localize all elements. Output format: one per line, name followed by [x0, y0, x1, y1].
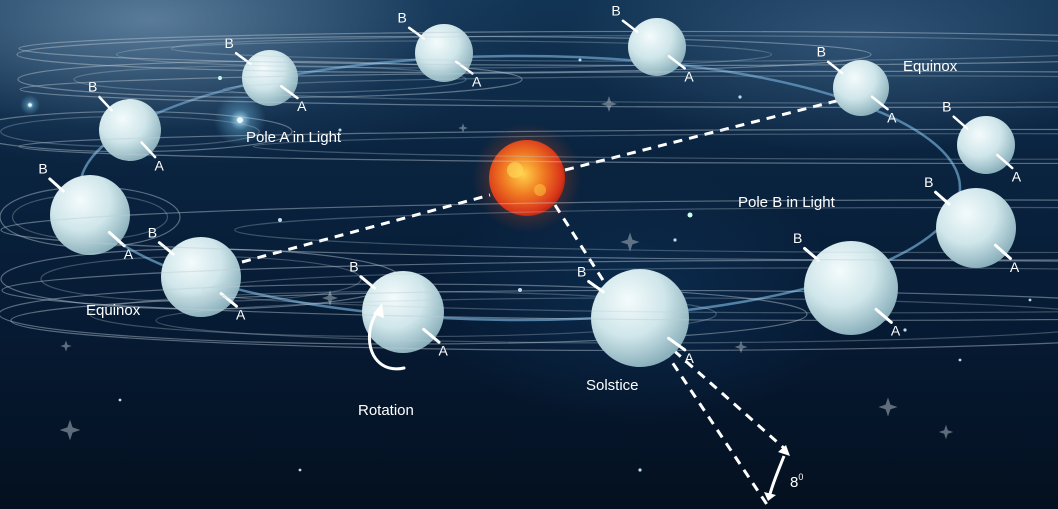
sun: [472, 123, 582, 233]
axis-pole-b: [952, 115, 969, 130]
planet-body: [936, 188, 1016, 268]
pole-b-label: B: [224, 35, 233, 51]
axis-pole-b: [407, 26, 425, 40]
pole-a-label: A: [891, 323, 901, 339]
pole-b-label: B: [349, 258, 358, 274]
planet-body: [628, 18, 686, 76]
planet-body: [362, 271, 444, 353]
planet-11: BA: [1, 230, 1058, 339]
axis-pole-b: [621, 19, 639, 34]
planet-body: [161, 237, 241, 317]
planet-2: BA: [17, 35, 523, 114]
pole-a-in-light-label: Pole A in Light: [246, 129, 342, 146]
pole-a-label: A: [684, 69, 694, 85]
pole-b-label: B: [398, 10, 407, 26]
pole-a-label: A: [1012, 168, 1022, 184]
axis-pole-a: [219, 292, 238, 308]
axis-pole-b: [803, 246, 820, 262]
solstice-line: [553, 204, 610, 289]
axis-pole-a: [280, 85, 299, 100]
planet-9: BA: [0, 258, 808, 358]
planet-7: BA: [0, 161, 181, 262]
axis-pole-a: [107, 230, 126, 248]
planet-6: BA: [18, 98, 1058, 184]
planet-body: [591, 269, 689, 367]
pole-b-label: B: [88, 79, 97, 95]
pole-a-label: A: [297, 98, 307, 114]
planet-3: BA: [16, 10, 872, 90]
planet-body: [242, 50, 298, 106]
tilt-line: [662, 349, 772, 509]
planet-12: BA: [0, 174, 1058, 275]
pole-a-label: A: [1010, 259, 1020, 275]
rotation-arrow: [367, 303, 406, 371]
pole-a-label: A: [439, 342, 449, 358]
pole-a-label: A: [236, 307, 246, 323]
pole-b-label: B: [924, 174, 933, 190]
planet-body: [804, 241, 898, 335]
planet-ring: [19, 70, 1058, 108]
equinox-label-left: Equinox: [86, 302, 141, 319]
planet-5: BA: [19, 44, 1058, 125]
dashed-lines: [241, 98, 841, 509]
axis-pole-b: [359, 275, 377, 290]
pole-a-label: A: [124, 246, 134, 262]
axis-pole-a: [996, 153, 1014, 170]
planet-body: [415, 24, 473, 82]
solstice-label: Solstice: [586, 377, 639, 394]
axis-pole-b: [157, 241, 175, 256]
pole-b-label: B: [793, 230, 802, 246]
axis-pole-a: [422, 327, 441, 344]
axis-pole-a: [993, 243, 1012, 260]
pole-b-label: B: [942, 98, 951, 114]
axis-pole-a: [140, 141, 157, 159]
rotation-label: Rotation: [358, 402, 414, 419]
equinox-line-left: [241, 193, 491, 264]
pole-a-label: A: [684, 350, 694, 366]
axis-pole-b: [234, 51, 252, 66]
axis-pole-a: [870, 95, 889, 111]
pole-a-label: A: [472, 74, 482, 90]
planet-4: BA: [18, 3, 1058, 85]
pole-a-label: A: [887, 109, 897, 125]
pole-b-label: B: [817, 44, 826, 60]
axis-pole-b: [587, 279, 605, 294]
pole-b-label: B: [611, 3, 620, 19]
pole-b-label: B: [577, 263, 586, 279]
planet-10: BA: [10, 263, 1058, 367]
planet-ring: [222, 75, 1058, 104]
axis-pole-b: [98, 95, 113, 112]
planet-8: BA: [0, 224, 402, 323]
planet-body: [50, 175, 130, 255]
axis-pole-a: [667, 336, 687, 352]
pole-b-in-light-label: Pole B in Light: [738, 194, 836, 211]
axis-pole-b: [826, 60, 844, 75]
planet-1: BA: [0, 79, 293, 174]
background-stars: [20, 58, 1032, 472]
axis-pole-a: [667, 54, 686, 70]
axis-pole-a: [874, 307, 893, 324]
tilt-angle-arrow: [764, 445, 790, 501]
equinox-label-right: Equinox: [903, 58, 958, 75]
planet-body: [833, 60, 889, 116]
axis-pole-b: [934, 190, 951, 206]
axis-pole-a: [454, 60, 474, 75]
tilt-angle-label: 80: [790, 472, 803, 491]
pole-b-label: B: [38, 161, 47, 177]
axis-extension-line: [661, 338, 786, 451]
axis-pole-b: [48, 177, 65, 193]
planet-body: [957, 116, 1015, 174]
pole-a-label: A: [155, 158, 165, 174]
pole-b-label: B: [148, 224, 157, 240]
